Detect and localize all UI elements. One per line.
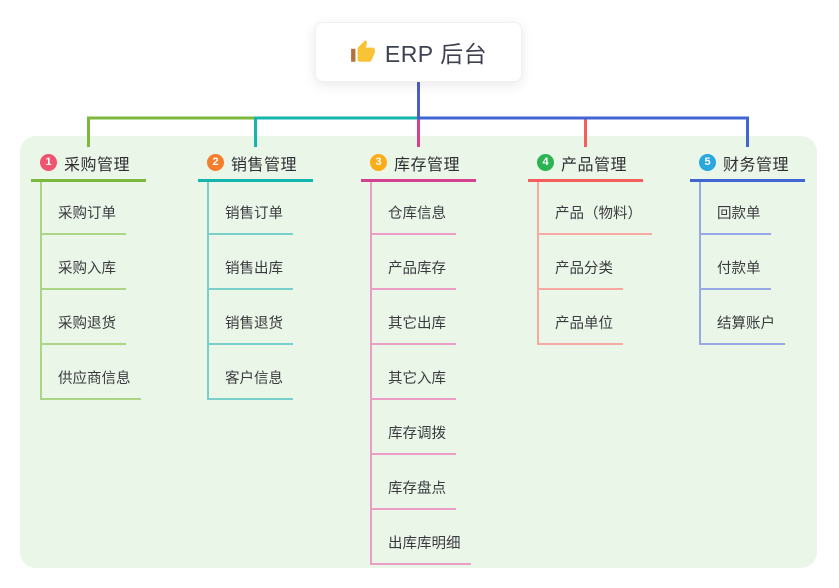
branch-3-child-6[interactable]: 库存盘点 [370, 478, 456, 510]
branch-5-child-2[interactable]: 付款单 [699, 258, 771, 290]
branch-5-child-3[interactable]: 结算账户 [699, 313, 785, 345]
branch-4-child-2[interactable]: 产品分类 [537, 258, 623, 290]
branch-3-heading[interactable]: 3 库存管理 [361, 146, 476, 182]
branch-2-heading[interactable]: 2 销售管理 [198, 146, 313, 182]
branch-heading-label: 销售管理 [231, 156, 298, 174]
branch-heading-label: 采购管理 [64, 156, 131, 174]
branch-number-badge: 5 [699, 154, 716, 171]
branch-5-spine [699, 182, 701, 345]
branch-3-child-2[interactable]: 产品库存 [370, 258, 456, 290]
branch-3-spine [370, 182, 372, 565]
branch-1-child-4[interactable]: 供应商信息 [40, 368, 141, 400]
branch-3-child-1[interactable]: 仓库信息 [370, 203, 456, 235]
branch-3-child-4[interactable]: 其它入库 [370, 368, 456, 400]
branch-number-badge: 2 [207, 154, 224, 171]
branch-number-badge: 4 [537, 154, 554, 171]
connector-branch-1 [87, 116, 419, 147]
branch-1-child-3[interactable]: 采购退货 [40, 313, 126, 345]
branch-1-spine [40, 182, 42, 400]
branch-2-child-4[interactable]: 客户信息 [207, 368, 293, 400]
branch-number-badge: 3 [370, 154, 387, 171]
branch-2-child-3[interactable]: 销售退货 [207, 313, 293, 345]
branch-heading-label: 库存管理 [394, 156, 461, 174]
branches-panel [20, 136, 817, 568]
root-node[interactable]: ERP 后台 [315, 22, 522, 82]
connector-branch-4 [418, 116, 587, 147]
branch-4-child-3[interactable]: 产品单位 [537, 313, 623, 345]
root-label: ERP 后台 [384, 41, 488, 67]
branch-5-heading[interactable]: 5 财务管理 [690, 146, 805, 182]
branch-heading-label: 产品管理 [561, 156, 628, 174]
branch-5-child-1[interactable]: 回款单 [699, 203, 771, 235]
branch-3-child-5[interactable]: 库存调拨 [370, 423, 456, 455]
branch-heading-label: 财务管理 [723, 156, 790, 174]
branch-2-spine [207, 182, 209, 400]
branch-4-spine [537, 182, 539, 345]
branch-1-child-1[interactable]: 采购订单 [40, 203, 126, 235]
branch-1-child-2[interactable]: 采购入库 [40, 258, 126, 290]
branch-4-heading[interactable]: 4 产品管理 [528, 146, 643, 182]
branch-2-child-2[interactable]: 销售出库 [207, 258, 293, 290]
branch-2-child-1[interactable]: 销售订单 [207, 203, 293, 235]
connector-branch-2 [254, 116, 419, 147]
connector-branch-5 [418, 116, 749, 147]
branch-1-heading[interactable]: 1 采购管理 [31, 146, 146, 182]
branch-3-child-7[interactable]: 出库库明细 [370, 533, 471, 565]
branch-3-child-3[interactable]: 其它出库 [370, 313, 456, 345]
branch-number-badge: 1 [40, 154, 57, 171]
thumbs-up-icon [350, 39, 376, 65]
branch-4-child-1[interactable]: 产品（物料） [537, 203, 652, 235]
